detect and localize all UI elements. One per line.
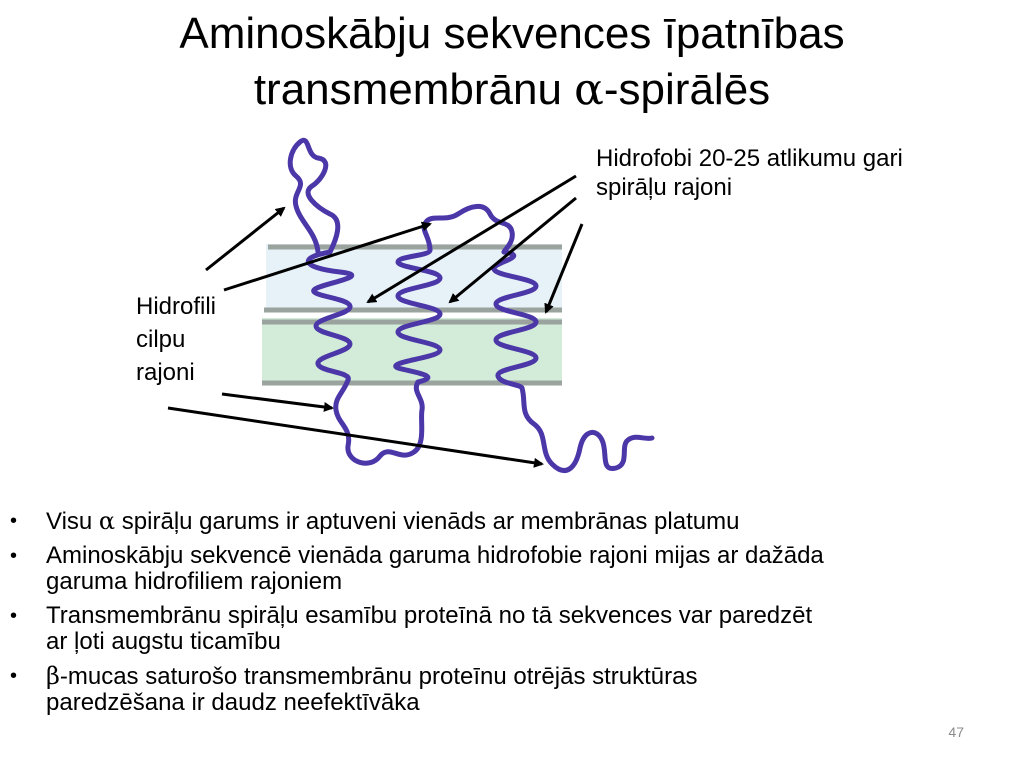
bullet-1-end: spirāļu garums ir aptuveni vienāds ar me… — [115, 508, 740, 535]
arrow-to-c-terminal-loop — [167, 406, 544, 468]
bullet-marker: • — [10, 545, 18, 567]
hydrophilic-loops-label: Hidrofili cilpu rajoni — [136, 290, 256, 389]
bullet-item-helix-length: • Visu α spirāļu garums ir aptuveni vien… — [8, 508, 998, 535]
arrow-to-n-terminal-loop — [205, 206, 286, 272]
bullet-item-beta-barrel: • β-mucas saturošo transmembrānu proteīn… — [8, 663, 998, 716]
helix-1 — [305, 249, 354, 383]
slide-number: 47 — [948, 724, 964, 740]
alpha-symbol: α — [98, 507, 116, 535]
bullet-4-line-1: -mucas saturošo transmembrānu proteīnu o… — [59, 663, 698, 690]
arrow-to-cytoplasmic-loop — [221, 392, 334, 412]
transmembrane-helix-diagram — [167, 137, 655, 473]
n-terminal-loop — [287, 137, 341, 255]
hydrophilic-label-line-1: Hidrofili — [136, 293, 217, 320]
title-line-2-start: transmembrānu — [253, 65, 575, 114]
beta-symbol: β — [46, 662, 60, 690]
hydrophilic-label-line-3: rajoni — [136, 359, 195, 386]
title-line-1: Aminoskābju sekvences īpatnības — [179, 9, 845, 58]
hydrophilic-label-line-2: cilpu — [136, 326, 186, 353]
arrow-to-helix-1 — [366, 174, 577, 304]
hydrophobic-label-line-2: spirāļu rajoni — [596, 174, 733, 201]
bullet-marker: • — [10, 510, 18, 532]
bullet-item-alternating-regions: • Aminoskābju sekvencē vienāda garuma hi… — [8, 543, 998, 595]
helix-3 — [491, 249, 539, 391]
bullet-4-line-2: paredzēšana ir daudz neefektīvāka — [46, 689, 420, 716]
title-alpha-symbol: α — [574, 64, 604, 115]
hydrophobic-segments-label: Hidrofobi 20-25 atlikumu gari spirāļu ra… — [596, 144, 1016, 202]
bullet-marker: • — [10, 605, 18, 627]
arrow-to-helix-2 — [448, 196, 577, 304]
cytoplasmic-loop-1 — [333, 377, 425, 466]
bullet-3-line-2: ar ļoti augstu ticamību — [46, 628, 281, 655]
bullet-marker: • — [10, 665, 18, 687]
arrow-to-helix-3 — [544, 223, 584, 314]
hydrophobic-label-line-1: Hidrofobi 20-25 atlikumu gari — [596, 145, 903, 172]
helix-2 — [393, 247, 443, 385]
title-line-2: transmembrānu α-spirālēs — [60, 62, 964, 118]
bullet-3-line-1: Transmembrānu spirāļu esamību proteīnā n… — [46, 602, 813, 629]
bullet-2-line-1: Aminoskābju sekvencē vienāda garuma hidr… — [46, 542, 824, 569]
arrow-to-extracellular-loop — [223, 221, 432, 292]
title-line-2-end: -spirālēs — [603, 65, 771, 114]
slide-title: Aminoskābju sekvences īpatnības transmem… — [60, 6, 964, 118]
label-arrows — [167, 174, 584, 468]
bullet-list: • Visu α spirāļu garums ir aptuveni vien… — [8, 508, 998, 724]
c-terminal-loop — [519, 385, 655, 473]
bullet-2-line-2: garuma hidrofiliem rajoniem — [46, 568, 343, 595]
bullet-item-prediction: • Transmembrānu spirāļu esamību proteīnā… — [8, 603, 998, 655]
bullet-1-start: Visu — [46, 508, 99, 535]
